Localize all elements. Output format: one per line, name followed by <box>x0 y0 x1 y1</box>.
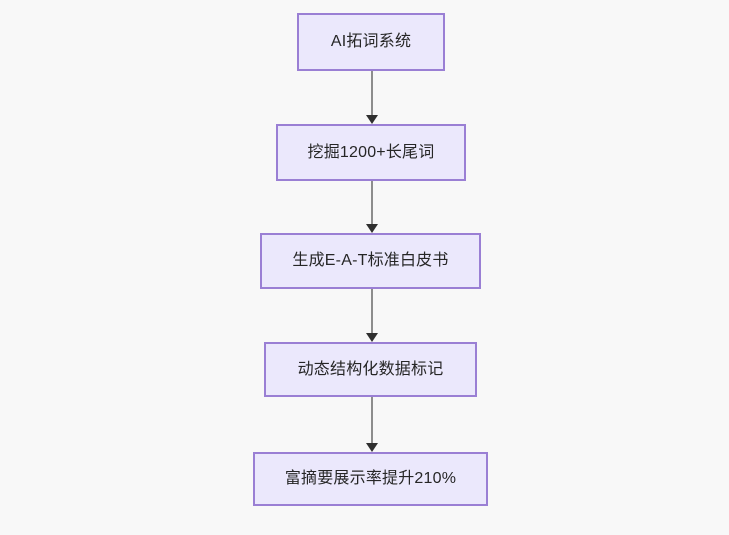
flow-edge-4 <box>366 397 378 452</box>
flow-node-label: 富摘要展示率提升210% <box>284 470 457 488</box>
arrowhead-icon <box>366 115 378 124</box>
flow-node-label: AI拓词系统 <box>330 33 412 51</box>
flow-edge-1 <box>366 71 378 124</box>
flow-node-ai-keyword-system[interactable]: AI拓词系统 <box>297 13 445 71</box>
edge-line <box>371 397 373 444</box>
arrowhead-icon <box>366 333 378 342</box>
flow-node-dynamic-structured-data-markup[interactable]: 动态结构化数据标记 <box>264 342 477 397</box>
flow-node-mine-longtail-keywords[interactable]: 挖掘1200+长尾词 <box>276 124 466 181</box>
flow-node-generate-eat-whitepaper[interactable]: 生成E-A-T标准白皮书 <box>260 233 481 289</box>
flow-node-rich-snippet-impression-lift[interactable]: 富摘要展示率提升210% <box>253 452 488 506</box>
edge-line <box>371 289 373 334</box>
edge-line <box>371 181 373 225</box>
arrowhead-icon <box>366 443 378 452</box>
edge-line <box>371 71 373 116</box>
flow-node-label: 生成E-A-T标准白皮书 <box>292 252 449 270</box>
flow-node-label: 挖掘1200+长尾词 <box>307 143 435 161</box>
flow-edge-2 <box>366 181 378 233</box>
arrowhead-icon <box>366 224 378 233</box>
flow-node-label: 动态结构化数据标记 <box>297 360 444 378</box>
flow-edge-3 <box>366 289 378 342</box>
